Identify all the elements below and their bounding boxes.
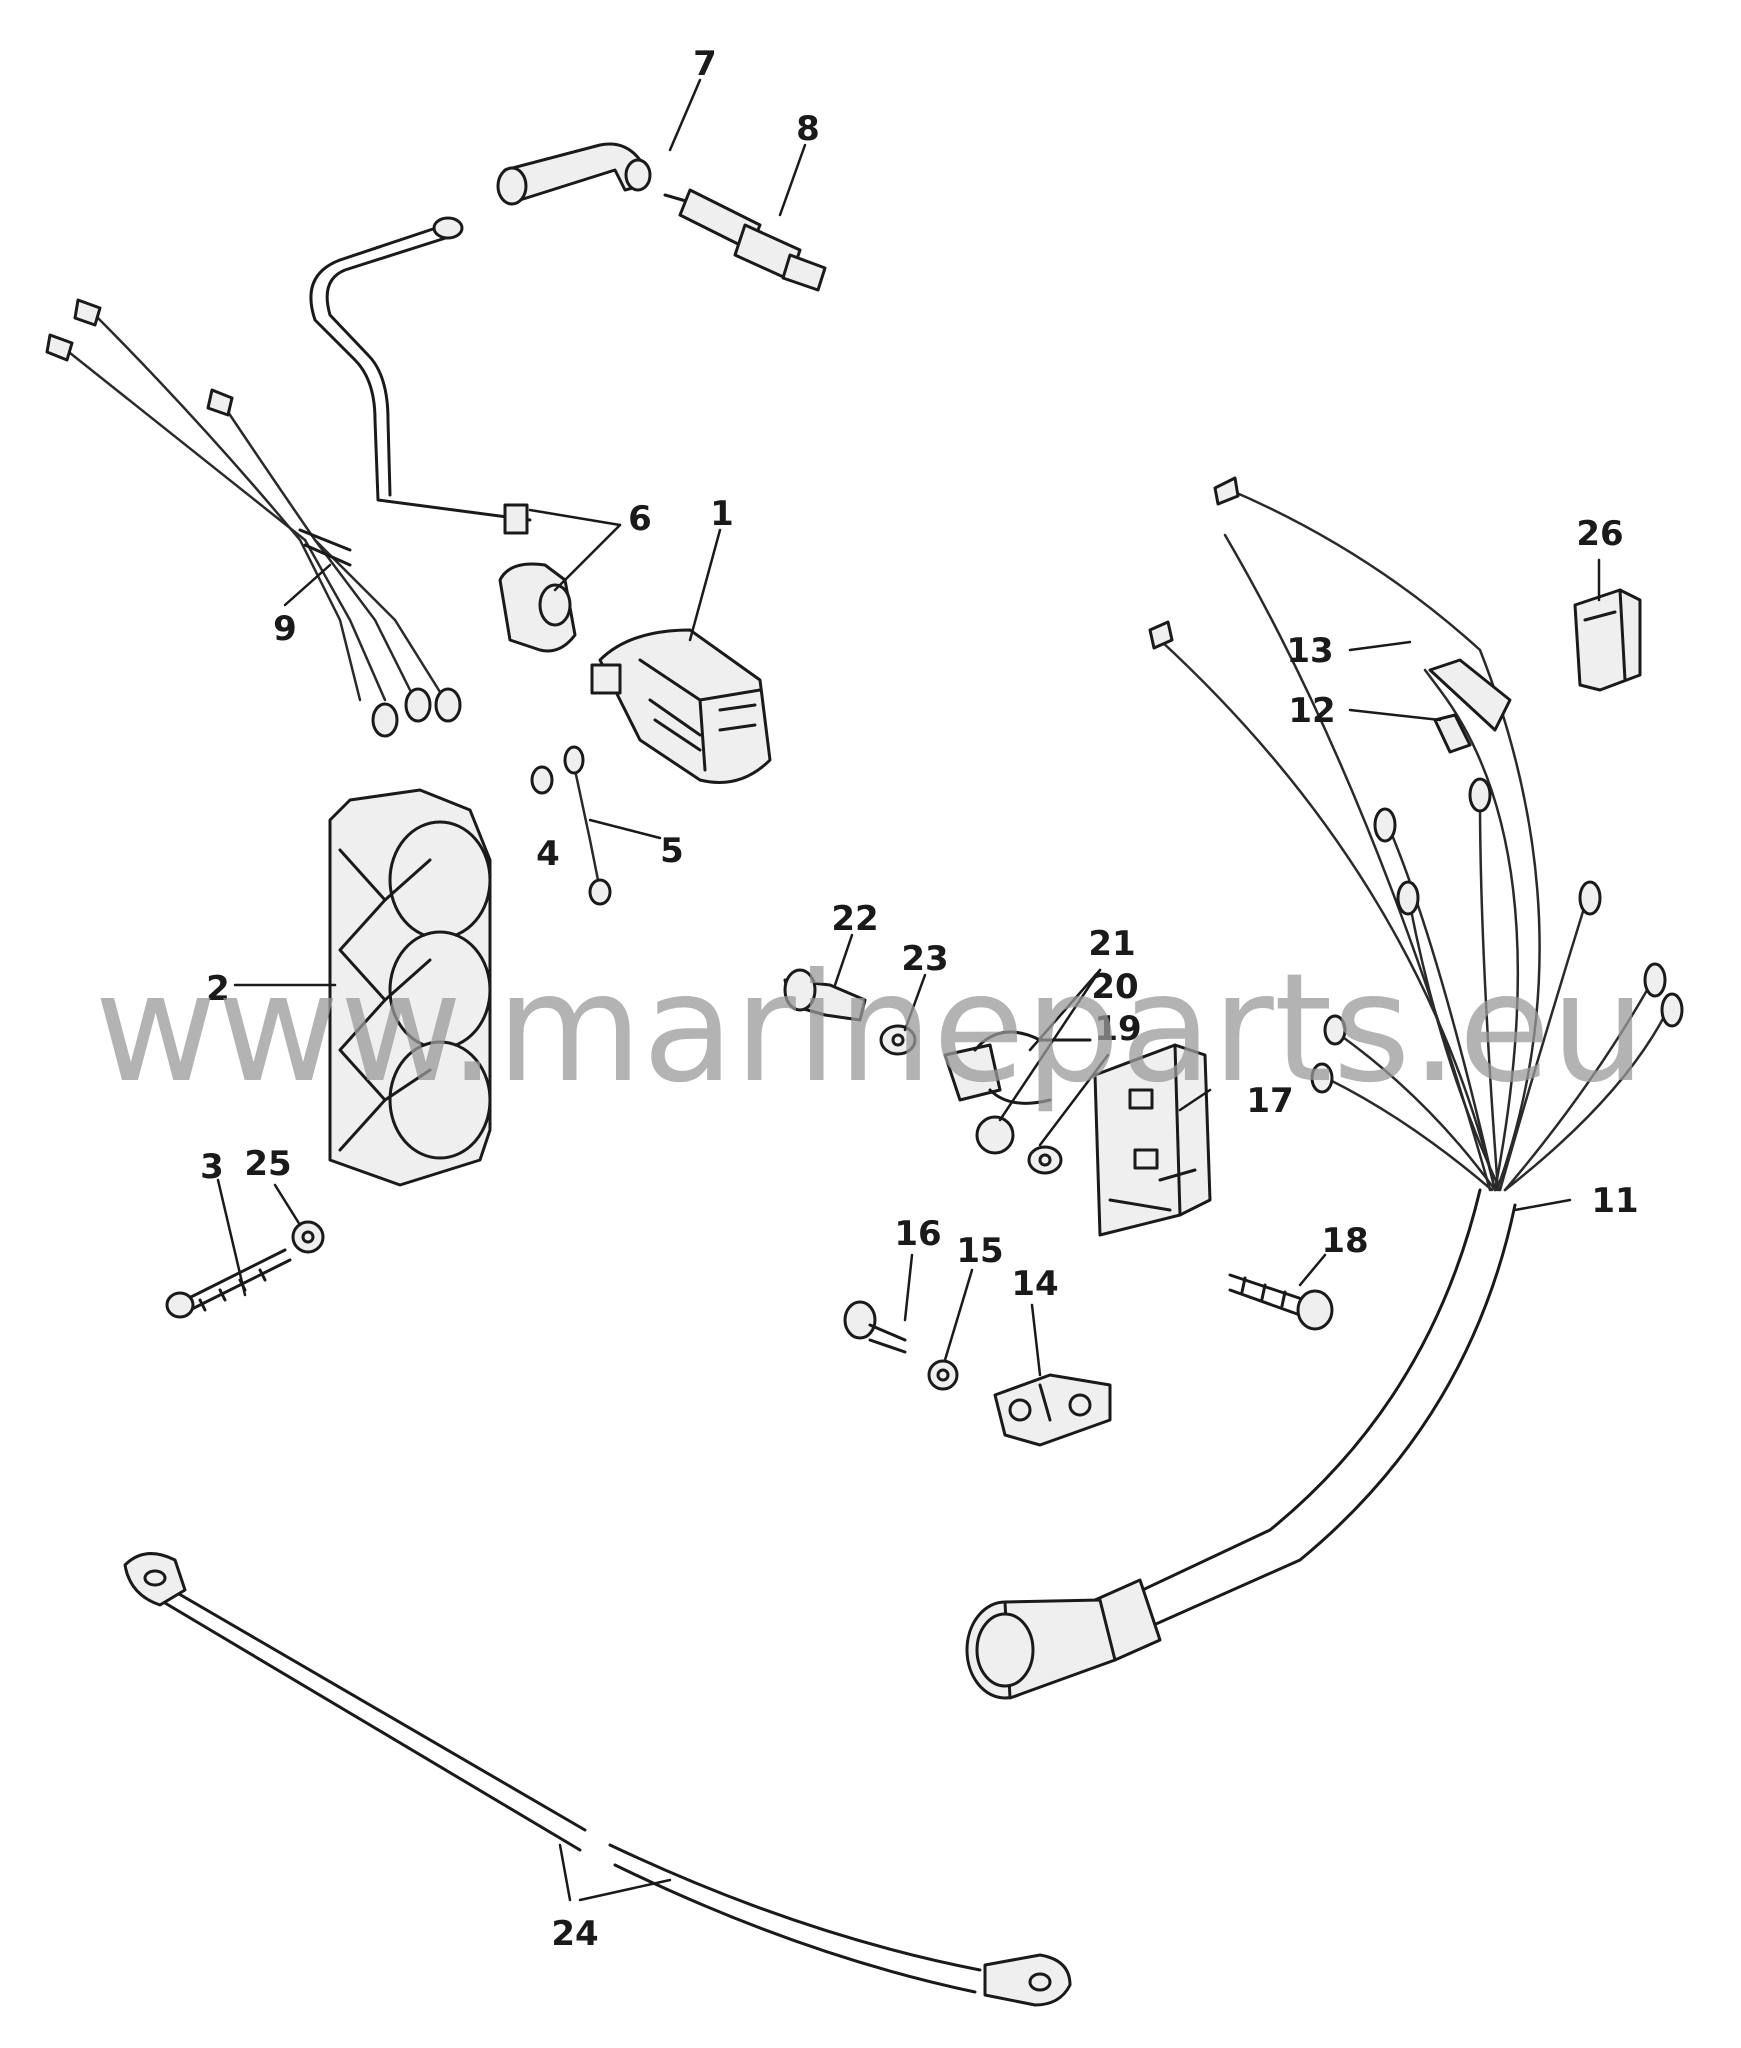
callout-23: 23 [901, 939, 948, 979]
callout-12: 12 [1288, 691, 1335, 731]
callout-13: 13 [1286, 631, 1333, 671]
washer-left [291, 1220, 325, 1254]
watermark: www.marineparts.eu [94, 942, 1646, 1116]
long-bolt [165, 1248, 292, 1319]
callout-20: 20 [1091, 967, 1138, 1007]
spark-plug [663, 188, 827, 292]
callout-24: 24 [551, 1914, 598, 1954]
main-wire-harness [965, 476, 1684, 1700]
callout-16: 16 [894, 1214, 941, 1254]
callout-4: 4 [536, 834, 560, 874]
callout-7: 7 [693, 44, 717, 84]
callout-11: 11 [1591, 1181, 1638, 1221]
leader-lines [216, 78, 1601, 1902]
connector-26 [1573, 588, 1642, 692]
washer-center [879, 1024, 917, 1056]
callout-18: 18 [1321, 1221, 1368, 1261]
washer-right [1027, 1145, 1063, 1175]
callout-2: 2 [206, 969, 230, 1009]
coil-pack [328, 788, 492, 1187]
callout-8: 8 [796, 109, 820, 149]
cable-clamp [993, 1373, 1112, 1447]
clamp-nut [927, 1359, 959, 1391]
callout-26: 26 [1576, 514, 1623, 554]
high-tension-lead [309, 216, 577, 653]
terminal-block [1093, 1043, 1212, 1237]
retaining-clip [943, 1030, 1092, 1155]
callout-19: 19 [1094, 1009, 1141, 1049]
callout-21: 21 [1088, 924, 1135, 964]
callout-1: 1 [710, 494, 734, 534]
small-nut [530, 765, 554, 795]
callout-17: 17 [1246, 1081, 1293, 1121]
callout-3: 3 [200, 1147, 224, 1187]
callout-15: 15 [956, 1231, 1003, 1271]
battery-cable [123, 1552, 1072, 2007]
callout-14: 14 [1011, 1264, 1058, 1304]
callout-25: 25 [244, 1144, 291, 1184]
callout-numbers: 7 8 6 1 9 4 5 2 3 25 22 23 21 20 19 17 1… [200, 44, 1639, 1954]
terminal-screw [783, 968, 867, 1022]
ground-wire [563, 745, 612, 906]
callout-9: 9 [273, 609, 297, 649]
block-screw [1228, 1273, 1334, 1331]
ignition-coil [590, 628, 772, 784]
fuse-holder [1428, 658, 1512, 754]
spark-plug-boot [496, 142, 652, 206]
callout-6: 6 [628, 499, 652, 539]
wire-harness-left [45, 298, 462, 738]
callout-22: 22 [831, 899, 878, 939]
clamp-screw [843, 1300, 907, 1354]
callout-5: 5 [660, 831, 684, 871]
